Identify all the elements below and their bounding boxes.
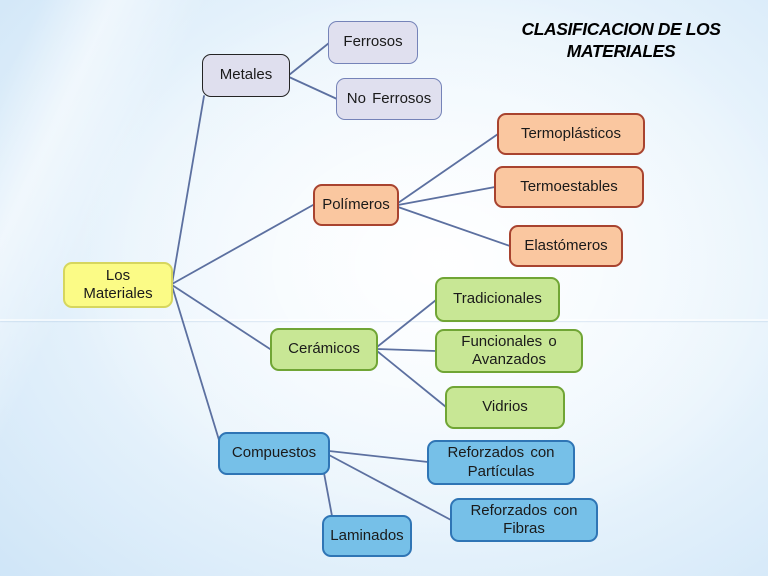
connector-compuestos-laminados — [323, 472, 333, 517]
node-elastomeros: Elastómeros — [509, 225, 623, 267]
background-horizon-line — [0, 319, 768, 321]
connector-ceramicos-tradicionales — [376, 299, 437, 348]
node-los-materiales: Los Materiales — [63, 262, 173, 308]
node-compuestos: Compuestos — [218, 432, 330, 475]
connector-polimeros-elastomeros — [397, 206, 511, 247]
connector-root-compuestos — [171, 285, 220, 441]
connector-ceramicos-vidrios — [376, 350, 447, 408]
node-laminados: Laminados — [322, 515, 412, 557]
connector-metales-ferrosos — [288, 42, 330, 76]
diagram-title: CLASIFICACION DE LOS MATERIALES — [471, 18, 768, 62]
connector-polimeros-termoplasticos — [397, 133, 499, 204]
node-funcionales-o-avanzados: Funcionales o Avanzados — [435, 329, 583, 373]
node-tradicionales: Tradicionales — [435, 277, 560, 322]
connector-compuestos-particulas — [328, 450, 429, 463]
connector-root-polimeros — [171, 204, 314, 285]
node-ceramicos: Cerámicos — [270, 328, 378, 371]
connector-compuestos-fibras — [328, 454, 452, 521]
node-termoestables: Termoestables — [494, 166, 644, 208]
connector-root-ceramicos — [171, 284, 271, 350]
node-reforzados-con-particulas: Reforzados con Partículas — [427, 440, 575, 485]
connector-ceramicos-funcionales — [376, 348, 437, 352]
node-polimeros: Polímeros — [313, 184, 399, 226]
connector-polimeros-termoestables — [397, 186, 496, 206]
node-no-ferrosos: No Ferrosos — [336, 78, 442, 120]
node-metales: Metales — [202, 54, 290, 97]
node-vidrios: Vidrios — [445, 386, 565, 429]
connector-root-metales — [171, 95, 205, 285]
node-termoplasticos: Termoplásticos — [497, 113, 645, 155]
connector-metales-no-ferrosos — [288, 76, 338, 100]
diagram-title-line2: MATERIALES — [566, 41, 676, 61]
node-ferrosos: Ferrosos — [328, 21, 418, 64]
diagram-title-line1: CLASIFICACION DE LOS — [521, 19, 721, 39]
node-reforzados-con-fibras: Reforzados con Fibras — [450, 498, 598, 542]
